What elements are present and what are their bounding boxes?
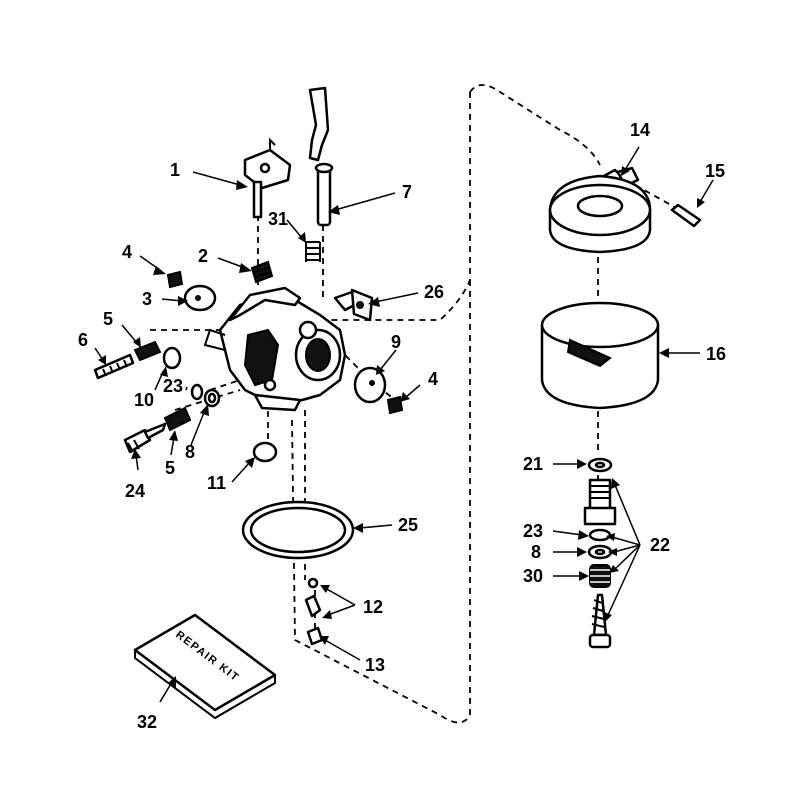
part-21-washer bbox=[587, 457, 613, 473]
label-30: 30 bbox=[523, 566, 543, 586]
part-4-screw-upper bbox=[166, 270, 184, 289]
part-11-plug bbox=[252, 441, 278, 463]
label-8-left: 8 bbox=[185, 442, 195, 462]
callout-labels: 1 7 31 2 4 3 26 5 6 9 23 10 4 8 5 24 11 … bbox=[78, 120, 726, 732]
part-30-spring bbox=[589, 564, 611, 588]
part-26-fitting bbox=[333, 288, 374, 322]
label-2: 2 bbox=[198, 246, 208, 266]
part-8-oring-right bbox=[587, 544, 613, 560]
label-5-upper: 5 bbox=[103, 309, 113, 329]
label-5-lower: 5 bbox=[165, 458, 175, 478]
label-25: 25 bbox=[398, 515, 418, 535]
label-32: 32 bbox=[137, 712, 157, 732]
part-9-plate bbox=[353, 366, 387, 404]
part-16-bowl bbox=[540, 301, 660, 410]
label-11: 11 bbox=[207, 473, 226, 493]
float-top-ring bbox=[548, 174, 652, 254]
carburetor-body bbox=[203, 286, 347, 412]
part-1-bracket bbox=[243, 137, 292, 219]
label-15: 15 bbox=[705, 161, 725, 181]
part-6-screw bbox=[93, 353, 135, 380]
label-6: 6 bbox=[78, 330, 88, 350]
part-2-spring bbox=[250, 260, 274, 284]
label-16: 16 bbox=[706, 344, 726, 364]
label-4-upper: 4 bbox=[122, 242, 132, 262]
part-7-lever-rod bbox=[308, 86, 334, 227]
part-32-repair-kit: REPAIR KIT bbox=[133, 613, 277, 720]
label-14: 14 bbox=[630, 120, 650, 140]
bowl-dashed-enclosure bbox=[291, 84, 601, 724]
part-5-spring-upper bbox=[133, 340, 162, 362]
part-10-plug bbox=[162, 346, 182, 370]
part-15-pin bbox=[670, 203, 702, 228]
part-23-washer-left bbox=[190, 383, 204, 401]
bowl-needle-assembly bbox=[588, 593, 612, 649]
label-22: 22 bbox=[650, 535, 670, 555]
part-24-needle bbox=[123, 422, 167, 454]
label-13: 13 bbox=[365, 655, 385, 675]
part-12-pins bbox=[304, 577, 322, 618]
bowl-nut bbox=[583, 478, 617, 526]
label-1: 1 bbox=[170, 160, 180, 180]
label-7: 7 bbox=[402, 182, 412, 202]
part-4-screw-lower bbox=[386, 395, 404, 415]
label-10: 10 bbox=[134, 390, 154, 410]
label-24: 24 bbox=[125, 481, 145, 501]
part-31-spring bbox=[305, 241, 321, 262]
part-8-oring-left bbox=[203, 388, 221, 408]
leader-lines bbox=[94, 146, 714, 703]
label-12: 12 bbox=[363, 597, 383, 617]
label-23-right: 23 bbox=[523, 521, 543, 541]
label-26: 26 bbox=[424, 282, 444, 302]
label-31: 31 bbox=[268, 209, 288, 229]
alignment-line-15 bbox=[634, 184, 681, 211]
label-9: 9 bbox=[391, 332, 401, 352]
label-4-lower: 4 bbox=[428, 369, 438, 389]
part-25-gasket bbox=[241, 500, 355, 560]
part-5-spring-lower bbox=[163, 406, 192, 432]
label-23-left: 23 bbox=[163, 376, 183, 396]
label-8-right: 8 bbox=[531, 542, 541, 562]
part-3-plate bbox=[183, 284, 217, 312]
part-23-washer-right bbox=[588, 528, 612, 542]
label-21: 21 bbox=[523, 454, 543, 474]
label-3: 3 bbox=[142, 289, 152, 309]
